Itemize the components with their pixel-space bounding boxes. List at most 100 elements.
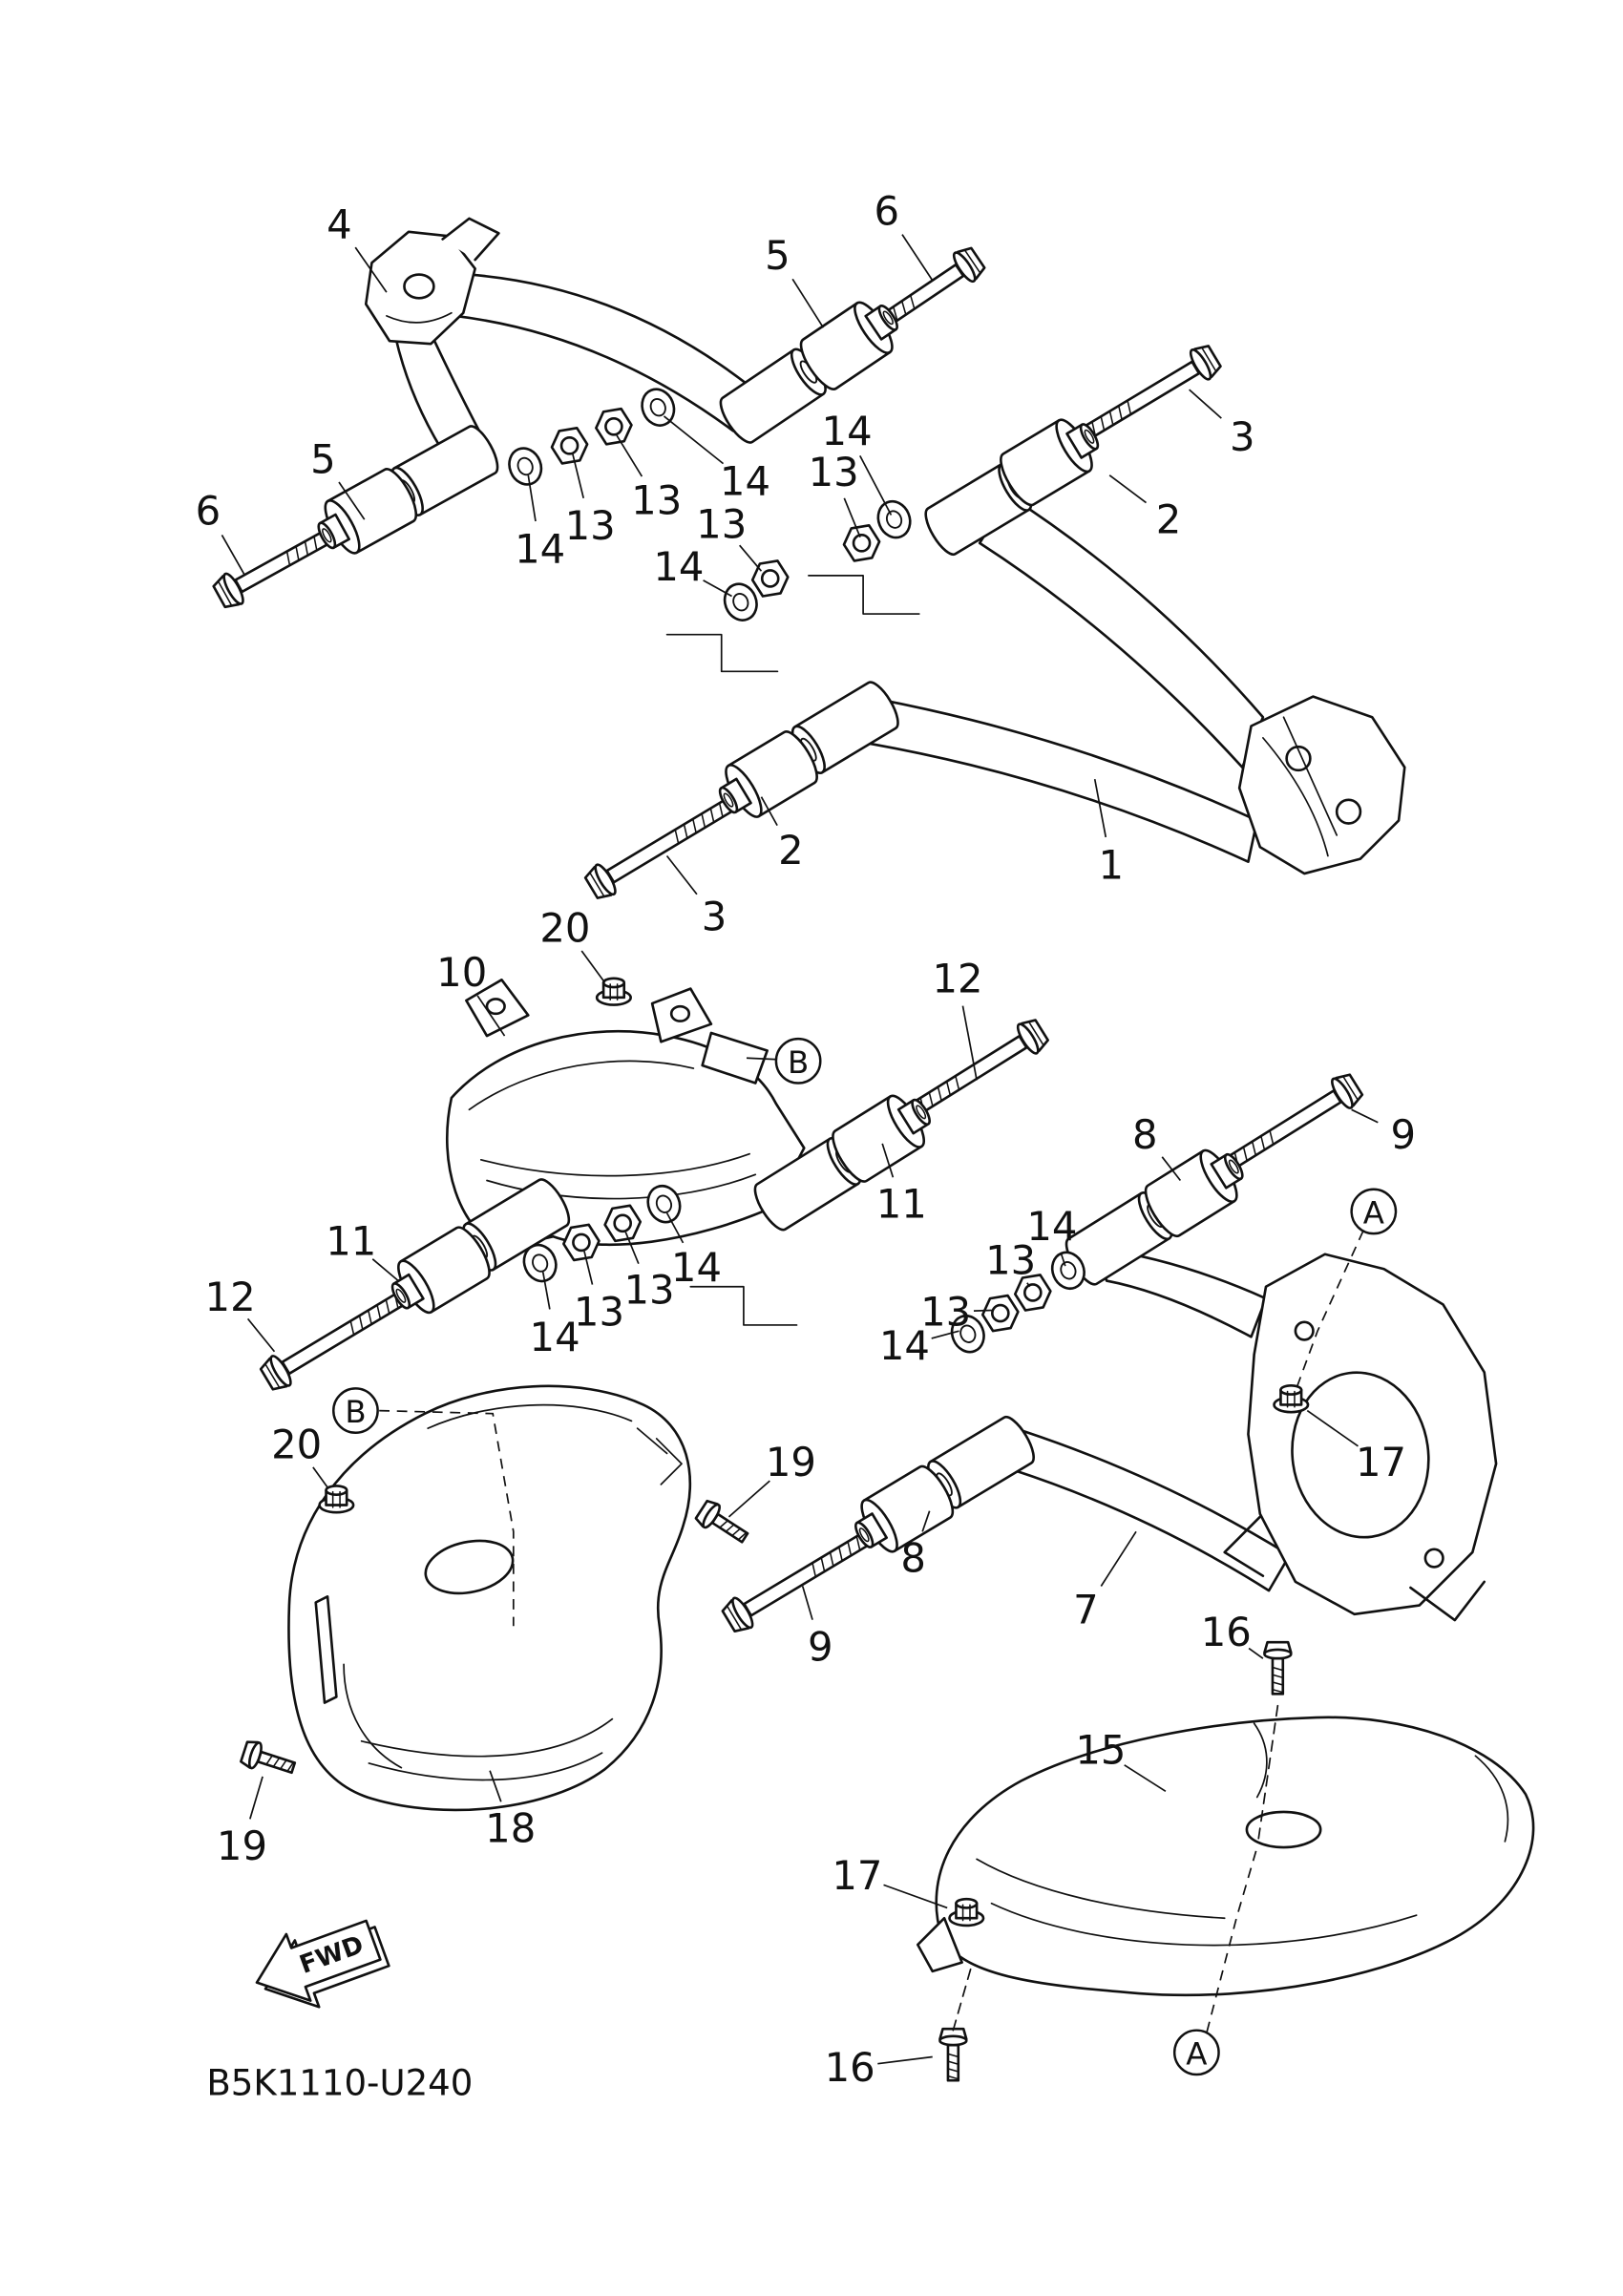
- nut-13: [842, 524, 881, 562]
- callout-label-9: 9: [808, 1623, 833, 1670]
- callout-label-14: 14: [1026, 1203, 1077, 1250]
- nut-13: [550, 427, 589, 465]
- callout-leader-14: [527, 474, 537, 522]
- callout-leader-16: [877, 2055, 933, 2065]
- callout-leader-10: [476, 995, 506, 1037]
- callout-label-5: 5: [765, 232, 790, 279]
- screw-19: [239, 1738, 299, 1782]
- screw-19: [692, 1497, 754, 1550]
- callout-label-13: 13: [574, 1289, 624, 1336]
- callout-leader-17: [883, 1884, 948, 1909]
- callout-label-4: 4: [327, 201, 352, 248]
- bolt-16: [938, 2027, 968, 2082]
- callout-label-14: 14: [879, 1322, 930, 1369]
- callout-label-9: 9: [1390, 1111, 1416, 1158]
- ref-marker-leader-B: [379, 1409, 515, 1627]
- ref-marker-label-B: B: [345, 1394, 366, 1430]
- front-upper-arm-4: [364, 217, 833, 521]
- callout-leader-14: [1060, 1252, 1066, 1267]
- callout-label-6: 6: [875, 188, 900, 235]
- rear-upper-arm-10: [445, 979, 868, 1276]
- callout-leader-6: [901, 234, 934, 282]
- callout-label-19: 19: [217, 1822, 267, 1869]
- ref-marker-label-A: A: [1363, 1195, 1384, 1232]
- callout-leader-11: [371, 1258, 399, 1282]
- callout-leader-20: [580, 950, 606, 983]
- callout-leader-13: [583, 1251, 594, 1285]
- callout-leader-8: [1161, 1156, 1182, 1182]
- callout-label-13: 13: [565, 502, 616, 549]
- callout-leader-1: [1093, 778, 1107, 838]
- callout-label-14: 14: [515, 526, 565, 573]
- callout-leader-9: [1351, 1108, 1379, 1124]
- callout-leader-2: [760, 796, 778, 827]
- callout-label-6: 6: [196, 487, 221, 534]
- callout-label-17: 17: [1356, 1439, 1406, 1485]
- callout-leader-2: [1108, 474, 1148, 504]
- callout-label-3: 3: [702, 893, 727, 939]
- callout-label-8: 8: [1132, 1111, 1158, 1158]
- callout-label-14: 14: [671, 1244, 722, 1291]
- bolt-16-axis-line: [952, 1967, 972, 2032]
- callout-label-5: 5: [310, 435, 336, 482]
- callout-leader-18: [489, 1770, 502, 1802]
- ref-marker-circle-A: [1350, 1188, 1398, 1235]
- callout-leader-11: [881, 1143, 895, 1178]
- nut-13: [595, 407, 633, 446]
- callout-label-13: 13: [809, 449, 859, 495]
- callout-label-2: 2: [778, 827, 804, 874]
- nut-20: [595, 977, 632, 1006]
- ref-marker-label-A: A: [1186, 2035, 1207, 2072]
- callout-leader-12: [246, 1317, 276, 1353]
- callout-leader-3: [1189, 389, 1222, 419]
- callout-label-13: 13: [920, 1289, 971, 1336]
- ref-marker-leader-A: [1296, 1230, 1364, 1388]
- ref-marker-leader-A: [1206, 1846, 1258, 2033]
- callout-label-14: 14: [653, 543, 704, 590]
- callout-label-19: 19: [766, 1439, 816, 1485]
- callout-leader-13: [571, 453, 585, 498]
- callout-leader-14: [541, 1272, 551, 1310]
- rear-lower-arm-7: [920, 1187, 1498, 1622]
- callout-label-2: 2: [1156, 496, 1182, 543]
- callout-label-20: 20: [271, 1422, 322, 1468]
- callout-label-20: 20: [539, 905, 590, 952]
- guard-15: [916, 1716, 1535, 1997]
- callout-label-16: 16: [1201, 1609, 1252, 1655]
- callout-leader-19: [249, 1776, 263, 1820]
- callout-leader-12: [961, 1005, 978, 1081]
- guard-18: [287, 1384, 692, 1812]
- callout-label-13: 13: [985, 1236, 1036, 1283]
- washer-14: [871, 495, 917, 544]
- callout-label-7: 7: [1073, 1587, 1099, 1633]
- callout-leader-13: [739, 544, 763, 572]
- callout-leader-14: [663, 415, 725, 465]
- callout-label-13: 13: [631, 477, 682, 524]
- diagram-part-code: B5K1110-U240: [206, 2063, 473, 2104]
- callout-label-8: 8: [900, 1535, 926, 1582]
- callout-label-1: 1: [1098, 841, 1124, 888]
- callout-label-14: 14: [822, 408, 873, 454]
- callout-leader-8: [921, 1510, 931, 1532]
- callout-leader-13: [624, 1232, 640, 1265]
- bolt-16: [1263, 1640, 1293, 1696]
- ref-marker-circle-B: [774, 1037, 822, 1085]
- callout-leader-20: [312, 1466, 328, 1488]
- callout-leader-7: [1100, 1530, 1137, 1587]
- callout-leader-15: [1124, 1764, 1167, 1793]
- break-lines: [665, 575, 920, 1326]
- callout-label-12: 12: [205, 1274, 256, 1320]
- callout-label-16: 16: [825, 2044, 875, 2091]
- callout-label-10: 10: [436, 949, 487, 996]
- callout-leader-9: [801, 1586, 813, 1620]
- ref-marker-circle-B: [332, 1387, 379, 1435]
- callout-leader-4: [354, 246, 388, 293]
- callout-leader-14: [931, 1330, 959, 1339]
- callout-leader-6: [221, 534, 246, 577]
- callout-label-13: 13: [623, 1266, 674, 1313]
- callout-label-14: 14: [720, 457, 770, 504]
- callout-leader-5: [338, 481, 366, 520]
